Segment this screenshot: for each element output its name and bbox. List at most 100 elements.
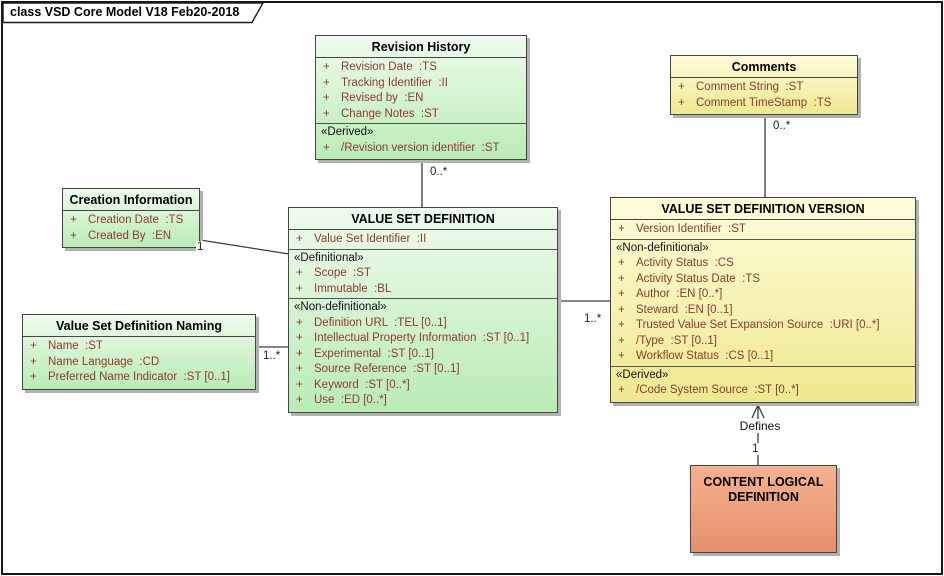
stereotype-label: «Non-definitional»: [294, 301, 387, 313]
class-value-set-definition-naming[interactable]: Value Set Definition Naming +Name :ST +N…: [22, 314, 256, 390]
visibility-plus: +: [618, 319, 625, 331]
derived-section: «Derived» + /Revision version identifier …: [316, 123, 526, 156]
attribute-row: + Author :EN [0..*]: [611, 287, 915, 303]
derived-section: «Derived» + /Code System Source :ST [0..*…: [611, 365, 915, 399]
attribute-row: + Source Reference :ST [0..1]: [289, 362, 557, 378]
visibility-plus: +: [296, 282, 303, 295]
multiplicity-label: 1: [196, 241, 205, 253]
visibility-plus: +: [296, 378, 303, 391]
attribute-label: Keyword :ST [0..*]: [314, 378, 410, 391]
class-title: Comments: [671, 56, 857, 78]
attribute-row: + Value Set Identifier :II: [289, 232, 557, 248]
multiplicity-label: 1: [751, 443, 760, 455]
attribute-row: +Activity Status :CS: [611, 256, 915, 272]
multiplicity-label: 0..*: [772, 120, 792, 132]
attribute-row: + /Code System Source :ST [0..*]: [611, 383, 915, 399]
class-comments[interactable]: Comments +Comment String :ST + Comment Ti…: [670, 55, 858, 115]
class-title: Revision History: [316, 36, 526, 58]
attribute-label: Tracking Identifier :II: [341, 76, 448, 89]
attribute-label: Creation Date :TS: [88, 214, 184, 226]
visibility-plus: +: [678, 96, 685, 109]
attribute-row: + Scope :ST: [289, 266, 557, 282]
visibility-plus: +: [618, 303, 625, 316]
class-title: Value Set Definition Naming: [23, 315, 255, 337]
attribute-label: Activity Status :CS: [636, 257, 734, 269]
attribute-row: + Change Notes :ST: [316, 107, 526, 123]
class-value-set-definition[interactable]: VALUE SET DEFINITION + Value Set Identifi…: [288, 207, 558, 413]
attribute-label: Source Reference :ST [0..1]: [314, 363, 460, 375]
attribute-label: Definition URL :TEL [0..1]: [314, 316, 447, 329]
visibility-plus: +: [323, 92, 330, 104]
visibility-plus: +: [323, 107, 330, 120]
visibility-plus: +: [296, 347, 303, 360]
attribute-row: + Preferred Name Indicator :ST [0..1]: [23, 370, 255, 386]
attribute-label: Author :EN [0..*]: [636, 288, 723, 300]
attribute-label: /Revision version identifier :ST: [341, 141, 500, 154]
class-value-set-definition-version[interactable]: VALUE SET DEFINITION VERSION +Version Id…: [610, 197, 916, 403]
attribute-label: Name Language :CD: [48, 355, 160, 368]
attribute-label: Activity Status Date :TS: [636, 272, 760, 285]
multiplicity-label: 1..*: [262, 350, 282, 362]
stereotype-label: «Definitional»: [294, 251, 364, 264]
attribute-label: Intellectual Property Information :ST [0…: [314, 332, 530, 344]
class-content-logical-definition[interactable]: CONTENT LOGICAL DEFINITION: [690, 465, 837, 553]
attribute-label: Workflow Status :CS [0..1]: [636, 350, 774, 362]
non-definitional-section: «Non-definitional» + Definition URL :TEL …: [289, 298, 557, 409]
open-arrowhead-icon: [751, 403, 765, 419]
non-definitional-section: «Non-definitional» +Activity Status :CS …: [611, 238, 915, 365]
connector-creation-information-to-value-set-definition: [199, 239, 290, 255]
visibility-plus: +: [296, 316, 303, 329]
visibility-plus: +: [618, 288, 625, 300]
attribute-row: + Trusted Value Set Expansion Source :URI…: [611, 318, 915, 334]
connector-name-label: Defines: [734, 419, 786, 433]
attribute-row: + Definition URL :TEL [0..1]: [289, 316, 557, 332]
attribute-label: Version Identifier :ST: [636, 223, 746, 235]
attribute-row: +Comment String :ST: [671, 80, 857, 96]
visibility-plus: +: [323, 141, 330, 154]
attribute-row: +/Type :ST [0..1]: [611, 334, 915, 350]
attribute-label: Trusted Value Set Expansion Source :URI …: [636, 319, 880, 331]
attribute-label: Value Set Identifier :II: [314, 233, 427, 245]
stereotype-label: «Derived»: [616, 368, 669, 381]
stereotype-label: «Derived»: [321, 126, 374, 138]
frame-title: class VSD Core Model V18 Feb20-2018: [10, 5, 240, 19]
attribute-row: +Revision Date :TS: [316, 60, 526, 76]
attribute-row: + Steward :EN [0..1]: [611, 303, 915, 319]
attribute-label: Scope :ST: [314, 267, 371, 279]
attribute-label: Comment TimeStamp :TS: [696, 96, 832, 109]
class-creation-information[interactable]: Creation Information +Creation Date :TS …: [62, 188, 200, 248]
attribute-row: +Revised by :EN: [316, 91, 526, 107]
visibility-plus: +: [70, 214, 77, 226]
visibility-plus: +: [323, 76, 330, 89]
stereotype-label: «Non-definitional»: [616, 241, 709, 254]
attribute-label: Steward :EN [0..1]: [636, 303, 733, 316]
class-title: CONTENT LOGICAL DEFINITION: [703, 475, 824, 504]
attribute-label: /Code System Source :ST [0..*]: [636, 384, 799, 396]
attribute-row: +Intellectual Property Information :ST […: [289, 331, 557, 347]
visibility-plus: +: [323, 61, 330, 73]
visibility-plus: +: [618, 272, 625, 285]
class-revision-history[interactable]: Revision History +Revision Date :TS + Tra…: [315, 35, 527, 160]
attribute-row: + /Revision version identifier :ST: [316, 141, 526, 157]
attribute-label: Change Notes :ST: [341, 107, 439, 120]
visibility-plus: +: [30, 371, 37, 383]
visibility-plus: +: [296, 363, 303, 375]
attribute-row: + Tracking Identifier :II: [316, 76, 526, 92]
visibility-plus: +: [70, 229, 77, 242]
attribute-label: Experimental :ST [0..1]: [314, 347, 434, 360]
attribute-row: + Experimental :ST [0..1]: [289, 347, 557, 363]
visibility-plus: +: [618, 350, 625, 362]
class-title: VALUE SET DEFINITION: [289, 208, 557, 230]
visibility-plus: +: [296, 394, 303, 406]
visibility-plus: +: [296, 233, 303, 245]
visibility-plus: +: [618, 384, 625, 396]
attribute-row: + Workflow Status :CS [0..1]: [611, 349, 915, 365]
class-title: VALUE SET DEFINITION VERSION: [611, 198, 915, 220]
visibility-plus: +: [296, 267, 303, 279]
attribute-label: Preferred Name Indicator :ST [0..1]: [48, 371, 230, 383]
frame-title-tab: [2, 2, 265, 24]
attribute-row: +Version Identifier :ST: [611, 222, 915, 238]
